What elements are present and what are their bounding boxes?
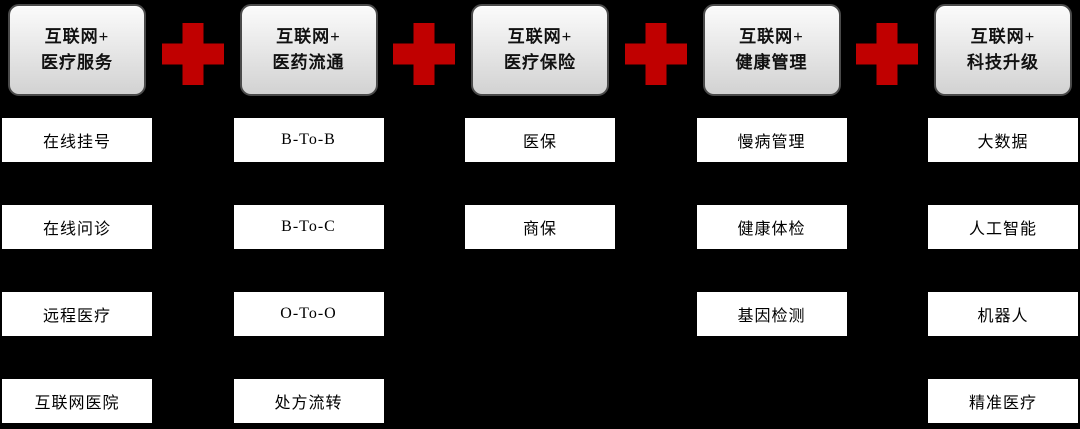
column-technology-upgrade: 互联网+ 科技升级 大数据 人工智能 机器人 精准医疗: [928, 4, 1078, 429]
header-line1: 互联网+: [276, 26, 341, 46]
column-medical-services: 互联网+ 医疗服务 在线挂号 在线问诊 远程医疗 互联网医院: [2, 4, 152, 429]
column-health-management: 互联网+ 健康管理 慢病管理 健康体检 基因检测: [696, 4, 847, 429]
item-box: 基因检测: [696, 292, 847, 336]
header-line1: 互联网+: [507, 26, 573, 46]
header-medical-insurance: 互联网+ 医疗保险: [471, 4, 609, 96]
header-line2: 健康管理: [735, 53, 808, 72]
item-box: 医保: [465, 118, 615, 162]
plus-cross-icon: [161, 23, 224, 85]
column-pharma-distribution: 互联网+ 医药流通 B-To-B B-To-C O-To-O 处方流转: [233, 4, 384, 429]
item-box: O-To-O: [233, 292, 384, 336]
plus-cross-vertical-bar: [182, 23, 204, 85]
item-box: 机器人: [928, 292, 1078, 336]
header-line1: 互联网+: [970, 26, 1036, 46]
item-box: B-To-C: [233, 205, 384, 249]
item-box: 远程医疗: [2, 292, 152, 336]
plus-cross-vertical-bar: [413, 23, 435, 85]
item-box: 商保: [465, 205, 615, 249]
plus-cross-icon: [393, 23, 456, 85]
header-line1: 互联网+: [44, 26, 110, 46]
item-box: 人工智能: [928, 205, 1078, 249]
header-line2: 医疗保险: [504, 53, 576, 72]
item-box: 慢病管理: [696, 118, 847, 162]
item-box: 互联网医院: [2, 379, 152, 423]
item-box: 在线问诊: [2, 205, 152, 249]
item-box: 精准医疗: [928, 379, 1078, 423]
plus-cross-vertical-bar: [876, 23, 898, 85]
item-box: 处方流转: [233, 379, 384, 423]
header-line2: 医疗服务: [41, 53, 113, 72]
header-medical-services: 互联网+ 医疗服务: [8, 4, 146, 96]
item-box: 大数据: [928, 118, 1078, 162]
plus-cross-icon: [856, 23, 919, 85]
header-line1: 互联网+: [739, 26, 804, 46]
header-pharma-distribution: 互联网+ 医药流通: [239, 4, 378, 96]
plus-cross-vertical-bar: [645, 23, 667, 85]
item-box: B-To-B: [233, 118, 384, 162]
plus-cross-icon: [624, 23, 687, 85]
header-line2: 科技升级: [967, 53, 1039, 72]
item-box: 在线挂号: [2, 118, 152, 162]
header-line2: 医药流通: [272, 53, 345, 72]
header-technology-upgrade: 互联网+ 科技升级: [934, 4, 1072, 96]
header-health-management: 互联网+ 健康管理: [702, 4, 841, 96]
item-box: 健康体检: [696, 205, 847, 249]
column-medical-insurance: 互联网+ 医疗保险 医保 商保: [465, 4, 615, 429]
